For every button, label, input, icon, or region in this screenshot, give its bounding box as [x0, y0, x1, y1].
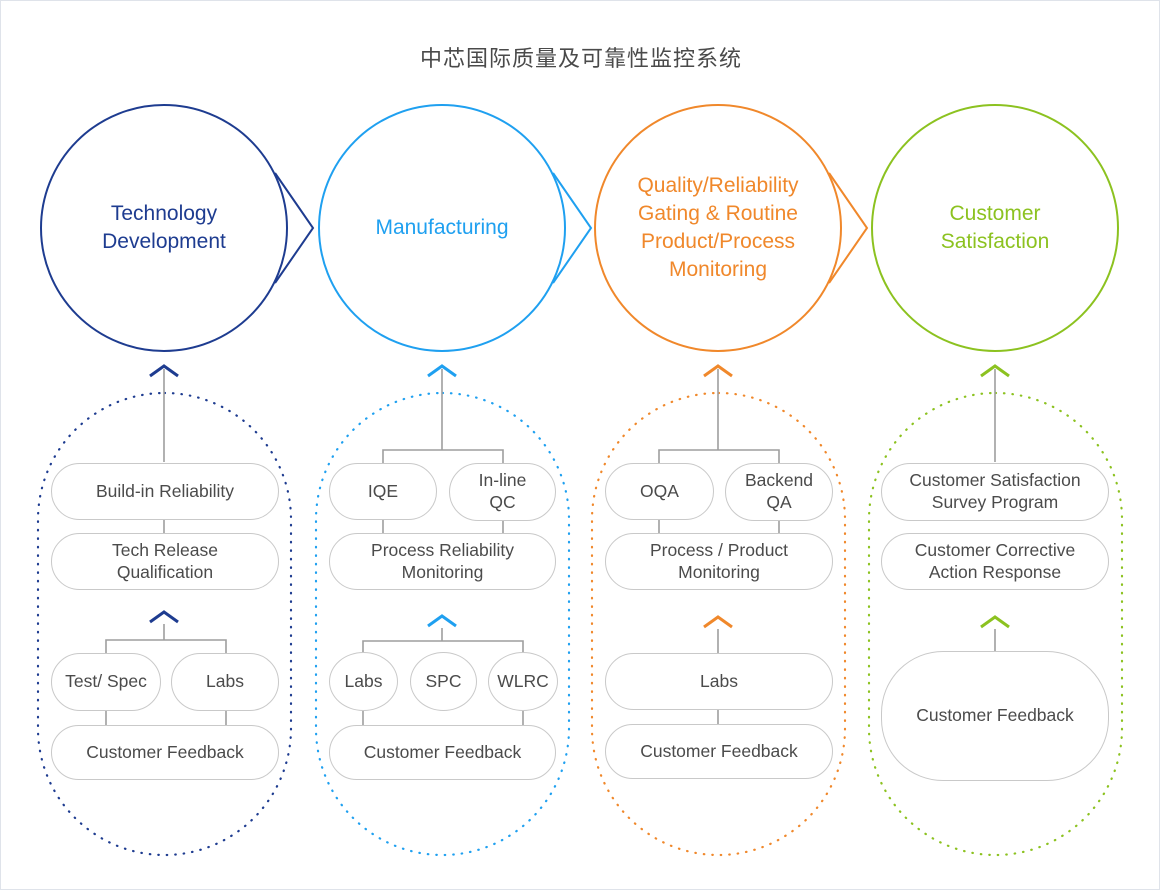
pill-wlrc: WLRC	[488, 652, 558, 711]
pill-build-in-reliability: Build-in Reliability	[51, 463, 279, 520]
pill-inline-qc: In-line QC	[449, 463, 556, 521]
pill-test-spec: Test/ Spec	[51, 653, 161, 711]
arrow-up-icon-col4-lower	[980, 615, 1010, 629]
pill-customer-feedback-col4: Customer Feedback	[881, 651, 1109, 781]
arrow-up-icon-col3-lower	[703, 615, 733, 629]
pill-labs-col3: Labs	[605, 653, 833, 710]
pill-customer-feedback-col3: Customer Feedback	[605, 724, 833, 779]
pill-labs-col1: Labs	[171, 653, 279, 711]
pill-customer-feedback-col2: Customer Feedback	[329, 725, 556, 780]
chevron-right-icon-1	[274, 172, 315, 284]
pill-oqa: OQA	[605, 463, 714, 520]
connector-lines-col2	[362, 369, 524, 725]
chevron-right-icon-2	[552, 172, 593, 284]
pill-iqe: IQE	[329, 463, 437, 520]
stage-circle-manufacturing: Manufacturing	[318, 104, 566, 352]
connector-lines-col3	[658, 369, 780, 724]
stage-circle-quality-reliability: Quality/Reliability Gating & Routine Pro…	[594, 104, 842, 352]
pill-customer-corrective-action-response: Customer Corrective Action Response	[881, 533, 1109, 590]
pill-spc: SPC	[410, 652, 477, 711]
arrow-up-icon-col1-top	[149, 364, 179, 378]
pill-labs-col2: Labs	[329, 652, 398, 711]
stage-circle-customer-satisfaction: Customer Satisfaction	[871, 104, 1119, 352]
pill-process-product-monitoring: Process / Product Monitoring	[605, 533, 833, 590]
pill-tech-release-qualification: Tech Release Qualification	[51, 533, 279, 590]
arrow-up-icon-col1-lower	[149, 610, 179, 624]
stage-circle-technology-development: Technology Development	[40, 104, 288, 352]
arrow-up-icon-col2-lower	[427, 614, 457, 628]
connector-lines-col1	[105, 369, 227, 725]
pill-customer-satisfaction-survey-program: Customer Satisfaction Survey Program	[881, 463, 1109, 521]
arrow-up-icon-col2-top	[427, 364, 457, 378]
pill-backend-qa: Backend QA	[725, 463, 833, 521]
pill-customer-feedback-col1: Customer Feedback	[51, 725, 279, 780]
arrow-up-icon-col3-top	[703, 364, 733, 378]
chevron-right-icon-3	[828, 172, 869, 284]
page-title: 中芯国际质量及可靠性监控系统	[419, 46, 742, 71]
pill-process-reliability-monitoring: Process Reliability Monitoring	[329, 533, 556, 590]
arrow-up-icon-col4-top	[980, 364, 1010, 378]
